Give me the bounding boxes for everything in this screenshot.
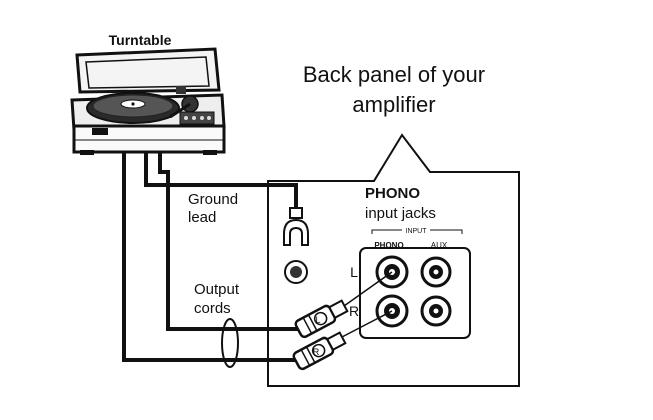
phono-input-jacks-label: input jacks (365, 205, 436, 222)
back-panel-title-line2: amplifier (352, 92, 435, 117)
right-plug-connection-line (341, 310, 393, 338)
ground-lead (144, 152, 309, 284)
turntable-label: Turntable (109, 32, 172, 48)
left-plug-connection-line (343, 271, 393, 307)
phono-label: PHONO (365, 185, 420, 202)
channel-right-label: R (349, 303, 359, 319)
aux-jack-right (420, 295, 452, 327)
channel-left-label: L (350, 264, 358, 280)
rca-plug-left (294, 299, 349, 339)
input-header-label: INPUT (406, 228, 428, 235)
aux-jack-left (420, 256, 452, 288)
aux-jack-column-label: AUX (431, 241, 448, 250)
ground-lead-label-line2: lead (188, 209, 216, 226)
phono-jack-column-label: PHONO (374, 241, 403, 250)
output-cords-label-line1: Output (194, 281, 240, 298)
ground-lead-label-line1: Ground (188, 191, 238, 208)
turntable-illustration (70, 47, 226, 155)
plug-left-label: L (315, 315, 320, 325)
output-cords-label-line2: cords (194, 300, 231, 317)
rca-plug-right (292, 331, 347, 371)
back-panel-title-line1: Back panel of your (303, 62, 485, 87)
output-cords (122, 152, 298, 368)
plug-right-label: R (313, 347, 320, 357)
